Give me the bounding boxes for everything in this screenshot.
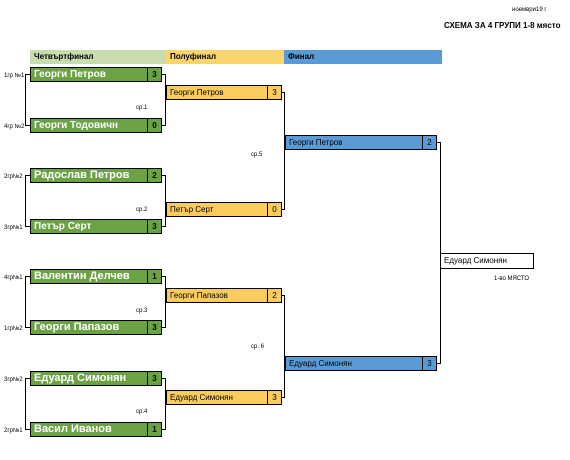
match-label: ср. 6 — [251, 344, 265, 350]
player-name: Георги Петров — [289, 138, 343, 147]
bracket-line — [25, 226, 30, 227]
bracket-line — [282, 295, 285, 296]
player-score: 3 — [147, 372, 161, 385]
final-player: Едуард Симонян 3 — [285, 356, 437, 371]
seed-label: 1гр№2 — [4, 326, 23, 332]
match-label: ср.1 — [136, 105, 148, 111]
player-score: 3 — [147, 68, 161, 81]
match-label: ср.3 — [136, 308, 148, 314]
bracket-line — [162, 276, 166, 277]
sf-player: Георги Петров 3 — [166, 85, 282, 100]
player-score: 3 — [267, 86, 281, 99]
player-name: Георги Тодовичн — [34, 120, 119, 131]
bracket-line — [25, 125, 30, 126]
player-score: 3 — [147, 220, 161, 233]
bracket-line — [162, 175, 166, 176]
bracket-line — [165, 378, 166, 430]
match-label: ср.4 — [136, 409, 148, 415]
player-score: 2 — [267, 289, 281, 302]
bracket-line — [284, 92, 285, 210]
qf-player: Георги Петров 3 — [30, 67, 162, 82]
player-name: Валентин Делчев — [34, 270, 130, 282]
header-quarterfinal: Четвъртфинал — [30, 50, 166, 64]
seed-label: 2гр№2 — [4, 174, 23, 180]
player-name: Петър Серт — [170, 205, 214, 214]
player-name: Петър Серт — [34, 221, 92, 232]
bracket-line — [162, 378, 166, 379]
header-semifinal: Полуфинал — [166, 50, 284, 64]
player-score: 3 — [422, 357, 436, 370]
qf-player: Валентин Делчев 1 — [30, 269, 162, 284]
seed-label: 3гр№1 — [4, 225, 23, 231]
seed-label: 3гр№2 — [4, 377, 23, 383]
bracket-line — [282, 397, 285, 398]
bracket-line — [25, 175, 26, 227]
bracket-line — [162, 125, 166, 126]
player-score: 0 — [267, 203, 281, 216]
bracket-line — [165, 74, 166, 126]
qf-player: Георги Папазов 3 — [30, 320, 162, 335]
player-score: 2 — [422, 136, 436, 149]
bracket-line — [25, 276, 26, 328]
bracket-line — [165, 175, 166, 227]
bracket-line — [282, 92, 285, 93]
player-name: Едуард Симонян — [170, 393, 233, 402]
player-score: 1 — [147, 423, 161, 436]
seed-label: 1гр №1 — [4, 73, 25, 79]
final-player: Георги Петров 2 — [285, 135, 437, 150]
bracket-line — [437, 363, 441, 364]
bracket-line — [282, 209, 285, 210]
match-label: ср.5 — [251, 152, 263, 158]
seed-label: 4гр №2 — [4, 124, 25, 130]
bracket-line — [25, 74, 30, 75]
bracket-line — [25, 276, 30, 277]
player-score: 0 — [147, 119, 161, 132]
bracket-line — [25, 74, 26, 126]
bracket-line — [25, 378, 26, 430]
player-name: Радослав Петров — [34, 169, 130, 181]
player-name: Едуард Симонян — [289, 359, 352, 368]
player-score: 1 — [147, 270, 161, 283]
sf-player: Петър Серт 0 — [166, 202, 282, 217]
qf-player: Георги Тодовичн 0 — [30, 118, 162, 133]
bracket-line — [25, 378, 30, 379]
bracket-line — [25, 327, 30, 328]
player-name: Едуард Симонян — [34, 372, 127, 384]
bracket-line — [162, 226, 166, 227]
player-score: 2 — [147, 169, 161, 182]
bracket-line — [25, 429, 30, 430]
player-score: 3 — [147, 321, 161, 334]
sf-player: Георги Папазов 2 — [166, 288, 282, 303]
qf-player: Радослав Петров 2 — [30, 168, 162, 183]
winner-place: 1-во МЯСТО — [494, 276, 529, 282]
date-label: ноември19 г — [512, 7, 547, 13]
bracket-line — [162, 327, 166, 328]
bracket-line — [437, 142, 441, 143]
player-name: Георги Петров — [34, 69, 106, 80]
bracket-line — [162, 429, 166, 430]
qf-player: Петър Серт 3 — [30, 219, 162, 234]
seed-label: 2гр№1 — [4, 428, 23, 434]
player-name: Георги Петров — [170, 88, 224, 97]
player-name: Васил Иванов — [34, 423, 112, 435]
player-score: 3 — [267, 391, 281, 404]
match-label: ср.2 — [136, 207, 148, 213]
bracket-line — [162, 74, 166, 75]
player-name: Георги Папазов — [34, 321, 120, 333]
winner-box: Едуард Симонян — [440, 253, 534, 269]
bracket-line — [165, 276, 166, 328]
bracket-line — [284, 295, 285, 398]
qf-player: Васил Иванов 1 — [30, 422, 162, 437]
qf-player: Едуард Симонян 3 — [30, 371, 162, 386]
seed-label: 4гр№1 — [4, 275, 23, 281]
bracket-line — [25, 175, 30, 176]
header-final: Финал — [284, 50, 442, 64]
page-title: СХЕМА ЗА 4 ГРУПИ 1-8 място — [444, 21, 561, 30]
sf-player: Едуард Симонян 3 — [166, 390, 282, 405]
player-name: Георги Папазов — [170, 291, 228, 300]
